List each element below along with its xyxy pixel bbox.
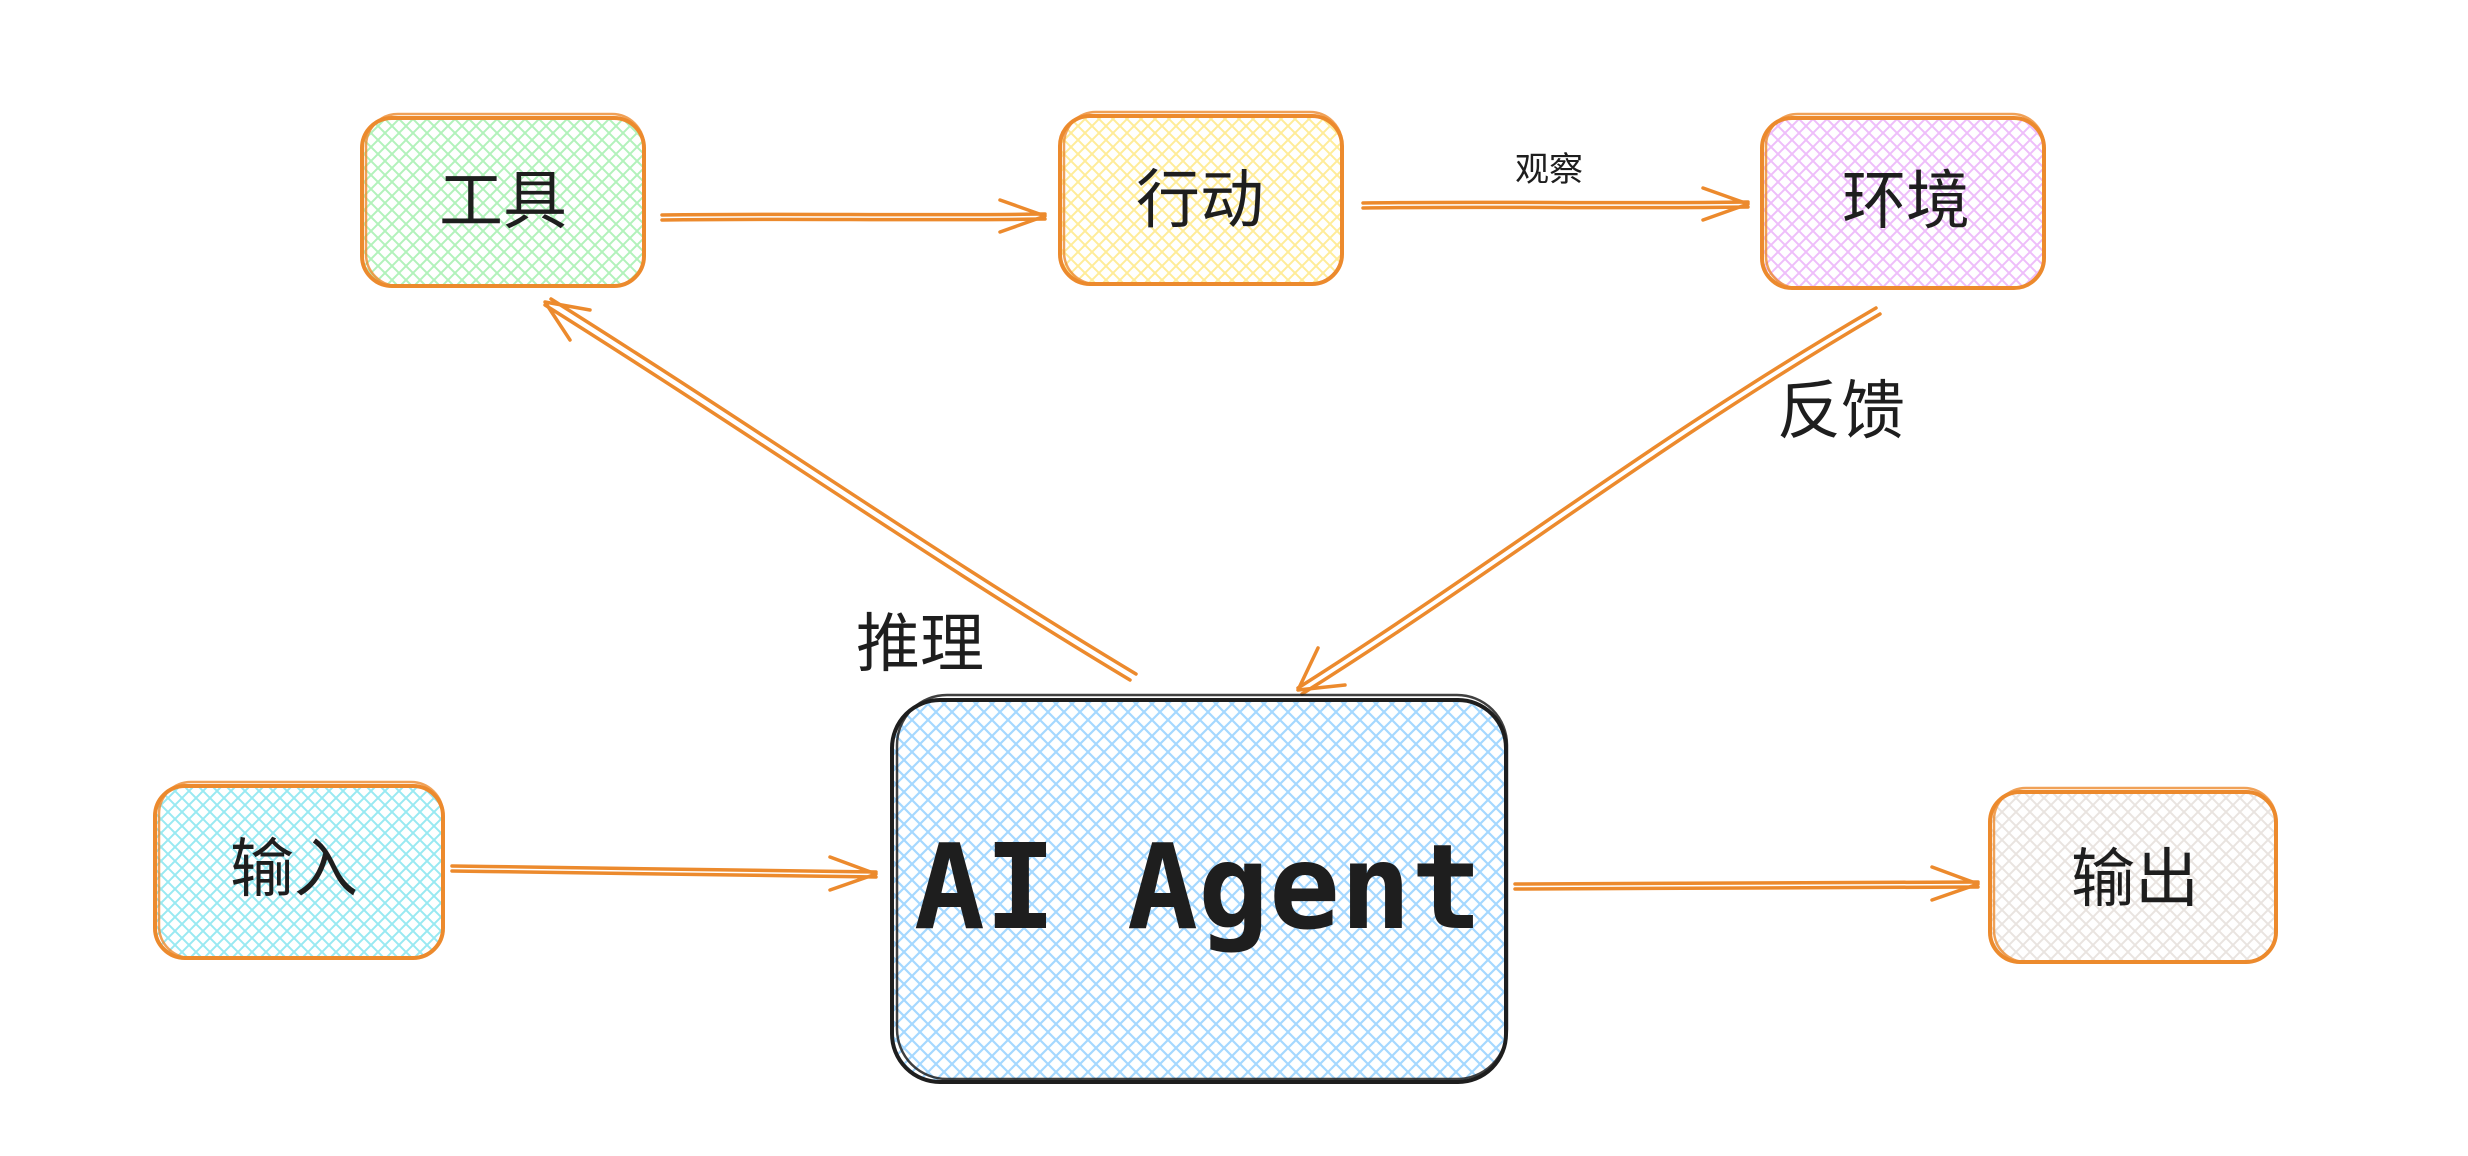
node-tools[interactable]: 工具: [360, 112, 646, 288]
observe-label: 观察: [1515, 150, 1583, 190]
edge-action-to-environment: [1361, 186, 1750, 222]
node-input-label: 输入: [230, 833, 358, 907]
node-input[interactable]: 输入: [153, 780, 445, 960]
node-environment-label: 环境: [1842, 165, 1970, 239]
node-agent[interactable]: AI Agent: [890, 693, 1509, 1084]
node-output[interactable]: 输出: [1988, 786, 2278, 964]
edge-environment-to-agent: [1296, 306, 1882, 696]
reasoning-label: 推理: [856, 608, 984, 682]
edge-tools-to-action: [660, 198, 1047, 234]
edge-agent-to-output: [1513, 865, 1980, 902]
node-environment[interactable]: 环境: [1760, 112, 2046, 290]
node-tools-label: 工具: [439, 165, 567, 239]
feedback-label: 反馈: [1777, 375, 1905, 449]
node-action[interactable]: 行动: [1058, 110, 1344, 286]
edge-input-to-agent: [450, 855, 878, 892]
edge-agent-to-tools: [543, 297, 1138, 682]
node-output-label: 输出: [2071, 843, 2199, 917]
node-action-label: 行动: [1136, 164, 1264, 238]
node-agent-label: AI Agent: [914, 818, 1482, 956]
